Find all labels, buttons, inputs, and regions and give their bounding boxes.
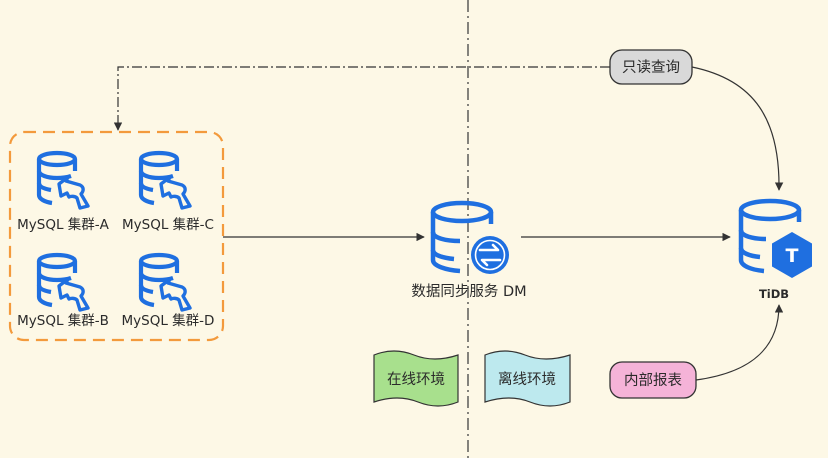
dm-label: 数据同步服务 DM — [411, 283, 526, 300]
tidb-badge-letter: T — [786, 245, 799, 267]
dm-sync-service: 数据同步服务 DM — [411, 200, 527, 300]
tidb-database-icon — [738, 198, 812, 278]
mysql-cluster-d: MySQL 集群-D — [122, 255, 215, 329]
internal-report-node: 内部报表 — [609, 361, 697, 399]
offline-environment-label: 离线环境 — [498, 370, 556, 388]
online-environment-label: 在线环境 — [387, 370, 445, 388]
database-replica-icon — [141, 255, 190, 310]
offline-environment-tag: 离线环境 — [484, 350, 571, 407]
arrow-readonly-to-tidb — [691, 66, 784, 191]
database-replica-icon — [39, 153, 88, 208]
mysql-cluster-b: MySQL 集群-B — [17, 255, 109, 329]
arrow-report-to-tidb — [695, 304, 784, 381]
mysql-cluster-d-label: MySQL 集群-D — [122, 313, 215, 329]
readonly-query-node: 只读查询 — [609, 49, 693, 85]
tidb-node: T TiDB — [738, 198, 812, 301]
mysql-cluster-a-label: MySQL 集群-A — [17, 217, 110, 233]
internal-report-label: 内部报表 — [624, 372, 682, 389]
mysql-cluster-c: MySQL 集群-C — [122, 153, 214, 233]
tidb-label: TiDB — [759, 287, 789, 301]
readonly-query-label: 只读查询 — [622, 59, 680, 76]
database-replica-icon — [39, 255, 88, 310]
mysql-cluster-b-label: MySQL 集群-B — [17, 313, 109, 329]
mysql-cluster-group: MySQL 集群-A MySQL 集群-C MySQL 集群-B MySQL 集… — [8, 130, 225, 342]
database-replica-icon — [141, 153, 190, 208]
readonly-query-path — [113, 66, 610, 131]
online-environment-tag: 在线环境 — [373, 350, 459, 407]
database-sync-icon — [430, 200, 509, 274]
mysql-cluster-a: MySQL 集群-A — [17, 153, 110, 233]
mysql-cluster-c-label: MySQL 集群-C — [122, 217, 214, 233]
